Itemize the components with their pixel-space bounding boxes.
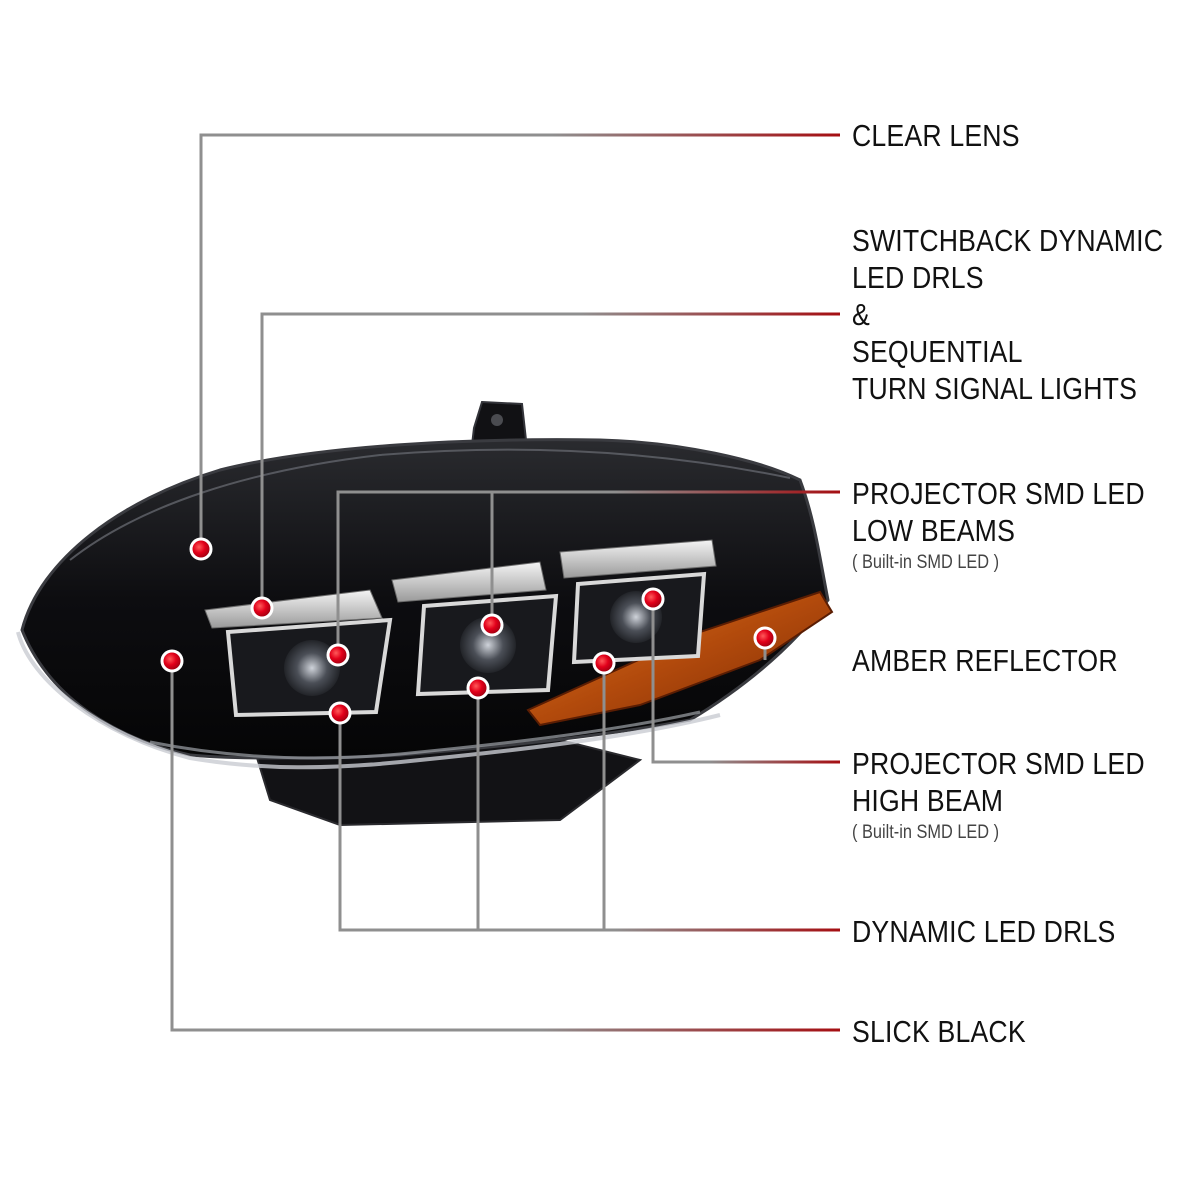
amber-reflector-label: AMBER REFLECTOR — [852, 643, 1118, 678]
marker-high-beam — [641, 587, 665, 611]
clear-lens-rim — [16, 631, 721, 770]
high-beam-line-1: PROJECTOR SMD LED — [852, 746, 1145, 781]
callout-amber-reflector: AMBER REFLECTOR — [852, 642, 1118, 679]
high-beam-note: ( Built-in SMD LED ) — [852, 822, 1000, 843]
slick-black-label: SLICK BLACK — [852, 1014, 1026, 1049]
projector-bay-1 — [225, 617, 393, 718]
low-beams-note: ( Built-in SMD LED ) — [852, 552, 1000, 573]
marker-dynamic-drl-3 — [592, 651, 616, 675]
callout-low-beams: PROJECTOR SMD LED LOW BEAMS — [852, 475, 1145, 549]
leader-low-beams — [336, 490, 840, 654]
low-beams-line-1: PROJECTOR SMD LED — [852, 476, 1145, 511]
low-beams-line-2: LOW BEAMS — [852, 513, 1016, 548]
marker-dynamic-drl-2 — [466, 676, 490, 700]
marker-switchback-drls — [250, 596, 274, 620]
leader-lines — [170, 133, 840, 1032]
leader-high-beam — [651, 598, 840, 764]
switchback-drls-line-2: LED DRLS — [852, 260, 984, 295]
bracket-hole — [491, 414, 503, 426]
clear-lens-top-edge — [69, 448, 791, 561]
callout-clear-lens: CLEAR LENS — [852, 117, 1020, 154]
switchback-drls-line-1: SWITCHBACK DYNAMIC — [852, 223, 1164, 258]
high-beam-line-2: HIGH BEAM — [852, 783, 1004, 818]
marker-amber-reflector — [753, 626, 777, 650]
leader-switchback-drls — [260, 312, 840, 607]
marker-low-beam-1 — [326, 643, 350, 667]
projector-bay-3 — [571, 571, 707, 665]
marker-slick-black — [160, 649, 184, 673]
switchback-drls-line-5: TURN SIGNAL LIGHTS — [852, 371, 1138, 406]
callout-slick-black: SLICK BLACK — [852, 1013, 1026, 1050]
leader-clear-lens — [199, 133, 840, 547]
switchback-drl-bar-3 — [559, 539, 717, 579]
switchback-drls-line-3: & — [852, 297, 870, 332]
marker-dynamic-drl-1 — [328, 701, 352, 725]
leader-dynamic-drls — [338, 712, 840, 932]
callout-switchback-drls: SWITCHBACK DYNAMIC LED DRLS & SEQUENTIAL… — [852, 222, 1163, 407]
callout-high-beam: PROJECTOR SMD LED HIGH BEAM — [852, 745, 1145, 819]
callout-dynamic-drls: DYNAMIC LED DRLS — [852, 913, 1115, 950]
clear-lens-label: CLEAR LENS — [852, 118, 1020, 153]
marker-dots — [160, 537, 777, 725]
lower-lens-lip — [149, 710, 701, 760]
marker-low-beam-2 — [480, 613, 504, 637]
projector-bay-2 — [415, 593, 559, 697]
dynamic-drls-label: DYNAMIC LED DRLS — [852, 914, 1116, 949]
marker-clear-lens — [189, 537, 213, 561]
leader-slick-black — [170, 660, 840, 1032]
switchback-drls-line-4: SEQUENTIAL — [852, 334, 1023, 369]
